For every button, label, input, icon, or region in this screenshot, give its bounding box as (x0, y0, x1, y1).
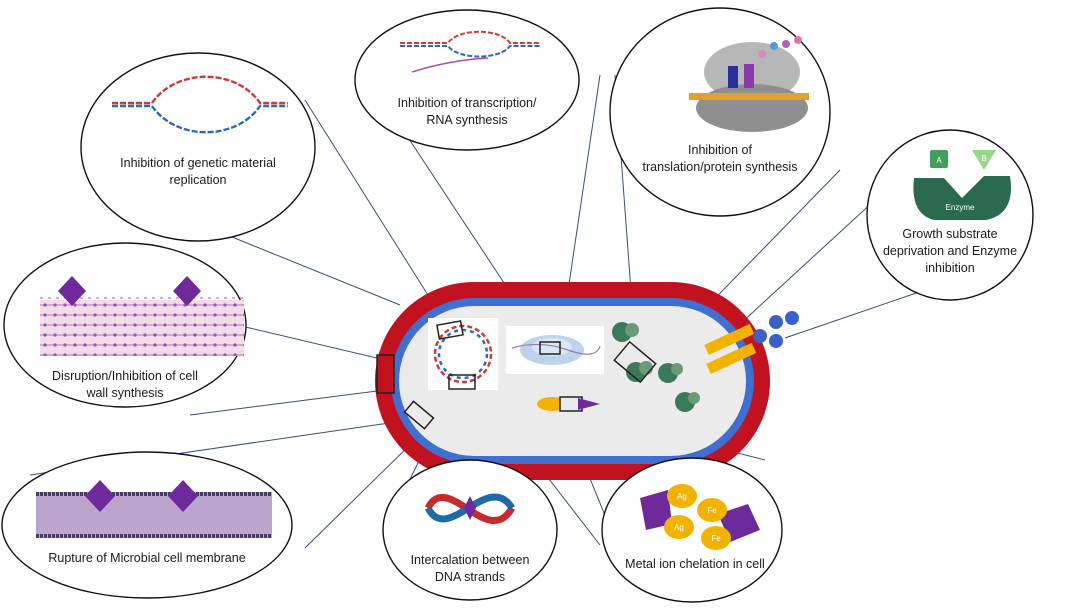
panel-replication (80, 52, 316, 242)
metal-ion-label: Ag (677, 492, 687, 501)
label-metal: Metal ion chelation in cell (625, 557, 765, 571)
panel-transcription-ellipse (354, 9, 580, 151)
panel-intercalation-ellipse (382, 459, 558, 601)
label-intercalation: Intercalation between DNA strands (410, 553, 530, 584)
panel-growth: A B Enzyme (866, 129, 1034, 301)
rna-polymerase (506, 326, 604, 374)
drug-diamond (58, 276, 86, 306)
panel-transcription (354, 9, 580, 151)
enzyme-shape (913, 176, 1011, 220)
substrate-a (930, 150, 948, 168)
substrate-b (972, 150, 996, 170)
panel-replication-ellipse (80, 52, 316, 242)
metal-ion (664, 515, 694, 539)
metal-ion-label: Fe (707, 506, 717, 515)
metal-ion (697, 498, 727, 522)
leader-line (189, 389, 386, 416)
metal-ion (667, 484, 697, 508)
label-translation: Inhibition of translation/protein synthe… (642, 143, 798, 174)
label-cell-wall: Disruption/Inhibition of cell wall synth… (52, 369, 198, 400)
substrate-a-label: A (936, 156, 942, 165)
target-boxes (376, 320, 657, 430)
panel-translation (609, 7, 831, 217)
metal-ion-label: Ag (674, 523, 684, 532)
drug-diamond (168, 480, 198, 512)
plasmid-dna (428, 318, 498, 390)
leader-line (304, 99, 451, 331)
metal-ion-label: Fe (711, 534, 721, 543)
drug-diamond (85, 480, 115, 512)
panel-cell-wall (3, 242, 247, 408)
label-growth: Growth substrate deprivation and Enzyme … (882, 227, 1018, 275)
drug-molecule (537, 396, 600, 412)
substrate-b-label: B (981, 154, 986, 163)
enzyme-label: Enzyme (946, 203, 975, 212)
panel-metal: Ag Fe Ag Fe (601, 457, 783, 603)
panel-membrane (1, 451, 293, 599)
panel-intercalation (382, 459, 558, 601)
membrane-channel (704, 311, 799, 375)
label-replication: Inhibition of genetic material replicati… (120, 156, 276, 187)
label-membrane: Rupture of Microbial cell membrane (48, 551, 246, 565)
label-transcription: Inhibition of transcription/ RNA synthes… (397, 96, 537, 127)
leader-line (784, 289, 926, 339)
chelator-shape (640, 490, 672, 530)
metal-ion (701, 526, 731, 550)
drug-diamond (173, 276, 201, 306)
bacterial-cell (375, 282, 799, 480)
